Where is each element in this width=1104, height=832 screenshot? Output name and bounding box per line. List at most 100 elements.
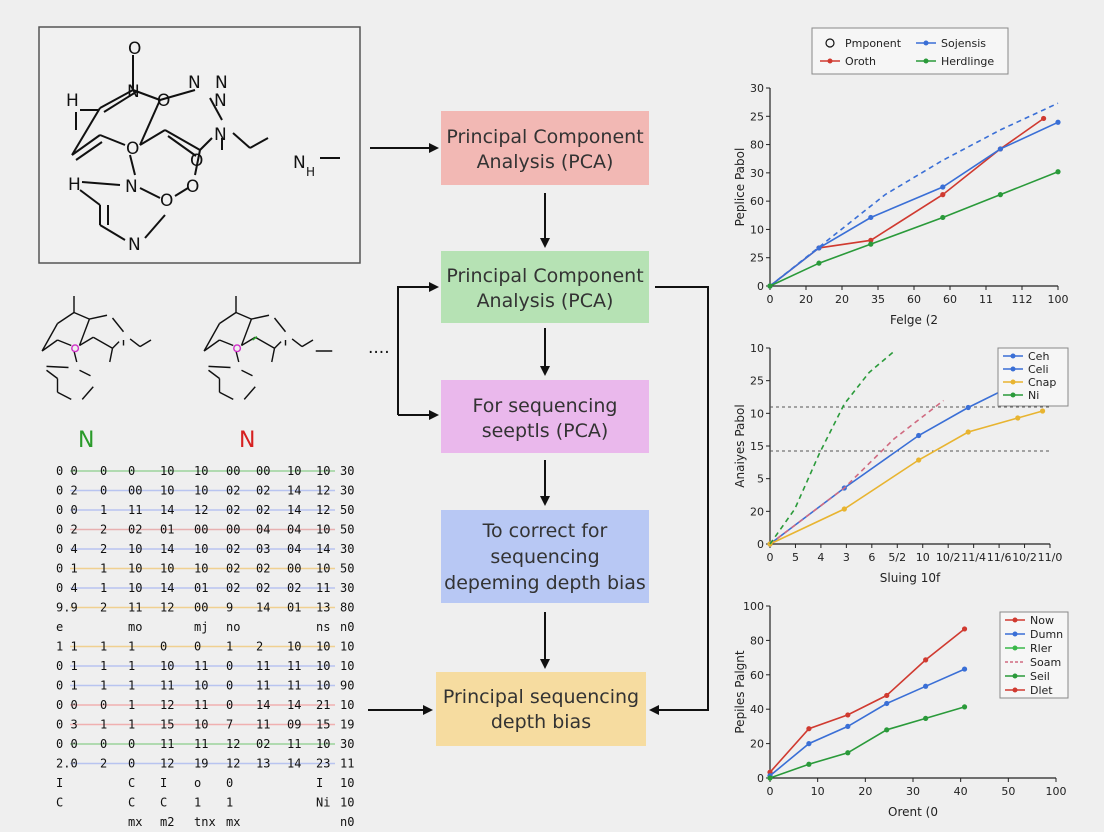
y-tick-label: 40	[750, 703, 764, 716]
matrix-cell: 1	[100, 503, 107, 517]
legend-swatch-dot	[827, 58, 833, 64]
matrix-cell: 11	[194, 698, 208, 712]
matrix-cell: 00	[194, 601, 208, 615]
matrix-cell: 12	[316, 484, 330, 498]
flow-box-4-line-3: depeming depth bias	[444, 572, 646, 594]
matrix-cell: 2.0	[56, 757, 78, 771]
x-tick-label: 35	[871, 293, 885, 306]
matrix-cell: 10	[340, 776, 354, 790]
data-point	[1055, 169, 1061, 175]
legend-swatch-dot	[1012, 673, 1018, 679]
data-point	[806, 741, 812, 747]
matrix-cell: 80	[340, 601, 354, 615]
matrix-cell: 50	[340, 503, 354, 517]
arrow-box2-to-box5	[649, 286, 709, 715]
matrix-cell: 2	[100, 523, 107, 537]
matrix-cell: 12	[226, 757, 240, 771]
legend-label: Soam	[1030, 656, 1061, 669]
matrix-cell: 0	[100, 484, 107, 498]
data-point	[1015, 415, 1021, 421]
legend-label: Now	[1030, 614, 1054, 627]
matrix-cell: 0	[226, 698, 233, 712]
x-axis-title: Sluing 10f	[880, 571, 941, 585]
matrix-cell: 11	[287, 659, 301, 673]
matrix-cell: o	[194, 776, 201, 790]
series-line	[769, 706, 965, 779]
matrix-cell: 1	[194, 796, 201, 810]
matrix-cell: 00	[256, 464, 270, 478]
flow-arrows	[368, 143, 709, 715]
matrix-cell: mx	[226, 815, 240, 829]
matrix-cell: 10	[194, 542, 208, 556]
matrix-cell: 02	[256, 737, 270, 751]
data-point	[940, 192, 946, 198]
x-tick-label: 11/0	[1038, 551, 1063, 564]
flow-box-5-line-2: depth bias	[491, 711, 591, 733]
data-point	[961, 666, 968, 672]
matrix-cell: mo	[128, 620, 142, 634]
data-point	[806, 761, 812, 767]
matrix-cell: 10	[287, 464, 301, 478]
arrow-split-to-box2	[397, 282, 439, 415]
x-axis-title: Felge (2	[890, 313, 938, 327]
legend-swatch-dot	[1012, 631, 1018, 637]
matrix-cell: 1	[100, 718, 107, 732]
matrix-cell: 10	[160, 659, 174, 673]
matrix-cell: 23	[316, 757, 330, 771]
x-tick-label: 0	[767, 551, 774, 564]
legend-swatch-dot	[1010, 379, 1016, 385]
data-point	[767, 283, 773, 289]
matrix-cell: mx	[128, 815, 142, 829]
matrix-cell: 0 2	[56, 523, 78, 537]
x-tick-label: 3	[843, 551, 850, 564]
flow-box-3-bg	[441, 380, 649, 453]
matrix-cell: 2	[100, 601, 107, 615]
matrix-cell: 11	[256, 718, 270, 732]
matrix-cell: 1 1	[56, 640, 78, 654]
y-tick-label: 0	[757, 280, 764, 293]
data-point	[868, 237, 874, 243]
matrix-cell: 10	[340, 796, 354, 810]
matrix-cell: 90	[340, 679, 354, 693]
matrix-cell: I	[316, 776, 323, 790]
legend-swatch-dot	[1010, 392, 1016, 398]
legend-label: Ni	[1028, 389, 1039, 402]
series-line	[769, 410, 1043, 545]
matrix-cell: 2	[256, 640, 263, 654]
molecule-frame	[38, 26, 361, 264]
matrix-cell: n0	[340, 815, 354, 829]
matrix-cell: 1	[128, 679, 135, 693]
y-axis-title: Anaiyes Pabol	[733, 404, 747, 487]
matrix-cell: 12	[226, 737, 240, 751]
matrix-cell: 0	[128, 737, 135, 751]
x-axis-title: Orent (0	[888, 805, 938, 819]
matrix-cell: 02	[256, 484, 270, 498]
data-point	[884, 727, 890, 733]
matrix-cell: no	[226, 620, 240, 634]
matrix-cell: 10	[316, 737, 330, 751]
matrix-cell: 11	[287, 679, 301, 693]
y-tick-label: 15	[750, 440, 764, 453]
y-tick-label: 60	[750, 195, 764, 208]
matrix-cell: 10	[128, 542, 142, 556]
data-point	[923, 683, 929, 689]
matrix-cell: 30	[340, 581, 354, 595]
x-tick-label: 5/2	[888, 551, 906, 564]
molecule-bonds	[71, 55, 340, 241]
matrix-cell: 0	[194, 640, 201, 654]
flow-box-2: Principal Component Analysis (PCA)	[441, 251, 649, 323]
matrix-cell: 30	[340, 464, 354, 478]
legend-label: Sojensis	[941, 37, 986, 50]
matrix-cell: 0	[100, 698, 107, 712]
x-tick-label: 0	[767, 785, 774, 798]
matrix-cell: 04	[256, 523, 270, 537]
matrix-cell: 14	[256, 698, 270, 712]
legend-swatch	[825, 38, 835, 48]
matrix-cell: 02	[226, 581, 240, 595]
matrix-cell: 0 1	[56, 679, 78, 693]
y-tick-label: 100	[743, 600, 764, 613]
legend-label: Dlet	[1030, 684, 1053, 697]
matrix-cell: 50	[340, 562, 354, 576]
